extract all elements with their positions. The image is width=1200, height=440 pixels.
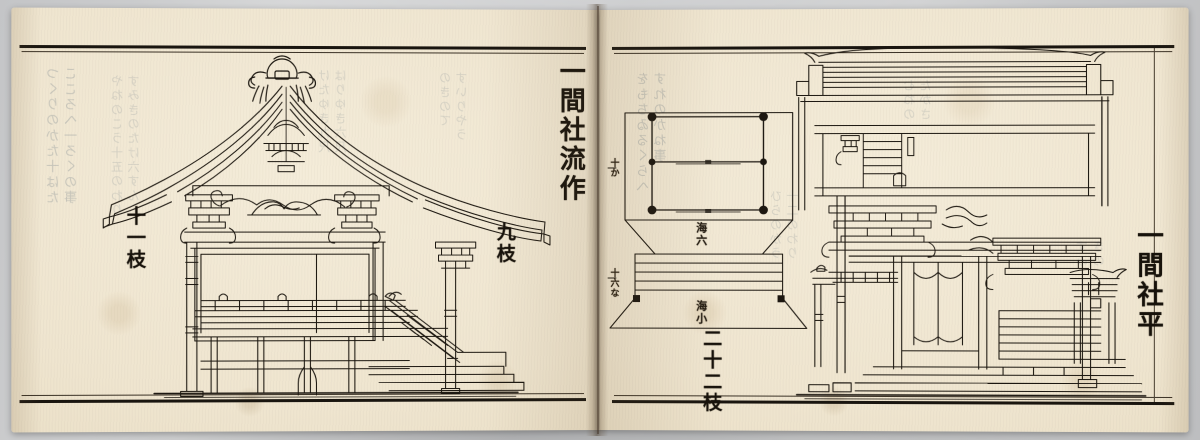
right-page-margin-note-lower: 十六な <box>608 268 619 299</box>
right-page-plan-note-upper: 海六 <box>694 222 708 247</box>
left-page-label-nine-rafters: 九枝 <box>493 222 516 265</box>
left-page-elevation-drawing <box>11 8 603 433</box>
book-spine-line <box>597 6 599 434</box>
right-page-plan-note-lower: 海小 <box>694 300 708 325</box>
right-page-margin-note-upper: 十か <box>608 157 619 179</box>
right-page-plan-rafter-count: 二十二枝 <box>700 328 723 414</box>
left-page-title: 一間社流作 <box>555 57 586 204</box>
right-page: をもちゐるくらへ すれのかね事 ひらのかう 十二のわり むねの たかさ すみ き… <box>600 7 1189 433</box>
left-page: つくりのかた十はた こころへ一ろくの事 やねのこう十五のわり すみきのたけ六すん… <box>11 7 604 433</box>
book-gutter <box>586 4 608 436</box>
right-page-drawings <box>600 8 1189 433</box>
left-page-label-eleven-rafters: 十一枝 <box>123 205 146 271</box>
right-page-title: 一間社平 <box>1132 222 1164 340</box>
